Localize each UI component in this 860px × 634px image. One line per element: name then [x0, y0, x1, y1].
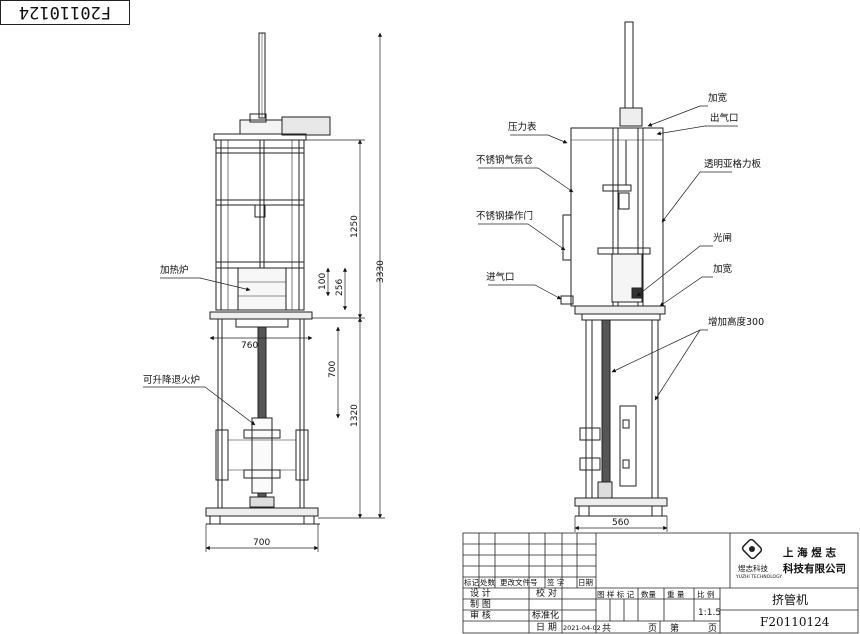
row-review: 审 核: [470, 609, 491, 621]
label-widen-bottom: 加宽: [713, 263, 733, 275]
rev-col-sign: 签 字: [547, 577, 564, 587]
row-draw: 制 图: [470, 598, 491, 610]
stage-weight-header: 重 量: [667, 590, 685, 599]
total-sheets-unit: 页: [648, 623, 657, 634]
stage-scale-header: 比 例: [697, 589, 714, 599]
rev-col-date: 日期: [578, 578, 593, 587]
label-ss-gas-chamber: 不锈钢气氛仓: [476, 154, 534, 166]
row-standard: 标准化: [532, 609, 559, 621]
label-heating-furnace: 加热炉: [160, 264, 189, 276]
page-label: 第: [670, 622, 679, 634]
dim-furnace-100: 100: [318, 273, 328, 290]
stage-mark-header: 图 样 标 记: [597, 589, 635, 599]
rev-col-mark: 标记: [464, 577, 479, 587]
company-name-line1: 上 海 煜 志: [783, 546, 836, 559]
label-widen-top: 加宽: [708, 92, 728, 104]
company-logo: 煜志科技 YUZHI TECHNOLOGY: [735, 538, 782, 580]
rev-col-count: 处数: [480, 577, 495, 587]
page-unit: 页: [708, 623, 717, 634]
dim-travel-700: 700: [328, 361, 338, 378]
total-sheets-label: 共: [602, 623, 611, 634]
row-check: 校 对: [536, 587, 557, 599]
dim-upper-height: 1250: [350, 215, 360, 238]
product-name: 挤管机: [772, 592, 808, 607]
title-block: [462, 532, 859, 634]
date-value: 2021-04-02: [563, 624, 601, 632]
drawing-number: F20110124: [760, 615, 830, 629]
right-leaders: [478, 105, 738, 401]
dim-lower-height: 1320: [350, 404, 360, 427]
left-leaders: [143, 277, 256, 426]
dim-right-base-560: 560: [612, 518, 629, 528]
svg-text:煜志科技: 煜志科技: [738, 563, 768, 573]
dim-base-700: 700: [253, 538, 270, 548]
company-name-line2: 科技有限公司: [783, 562, 846, 575]
label-height-increase: 增加高度300: [708, 316, 764, 328]
label-acrylic-panel: 透明亚格力板: [704, 158, 762, 170]
stage-qty-header: 数量: [641, 589, 656, 599]
dim-width-760: 760: [241, 341, 258, 351]
label-air-outlet: 出气口: [710, 112, 739, 124]
left-dimensions: [205, 32, 385, 552]
label-ss-door: 不锈钢操作门: [476, 210, 533, 222]
right-view: [560, 21, 668, 517]
label-lift-furnace: 可升降退火炉: [143, 374, 200, 386]
label-air-inlet: 进气口: [486, 271, 515, 283]
dim-total-height: 3330: [376, 260, 386, 283]
label-pressure-gauge: 压力表: [508, 121, 537, 133]
scale-value: 1:1.5: [698, 608, 721, 618]
row-date: 日 期: [536, 622, 557, 633]
left-view: [205, 32, 331, 525]
row-design: 设 计: [470, 587, 491, 599]
rev-col-doc: 更改文件号: [500, 577, 538, 587]
dim-furnace-256: 256: [335, 279, 345, 296]
label-light-curtain: 光闸: [713, 232, 732, 244]
right-dimensions: [574, 516, 668, 532]
svg-text:YUZHI TECHNOLOGY: YUZHI TECHNOLOGY: [735, 574, 782, 580]
